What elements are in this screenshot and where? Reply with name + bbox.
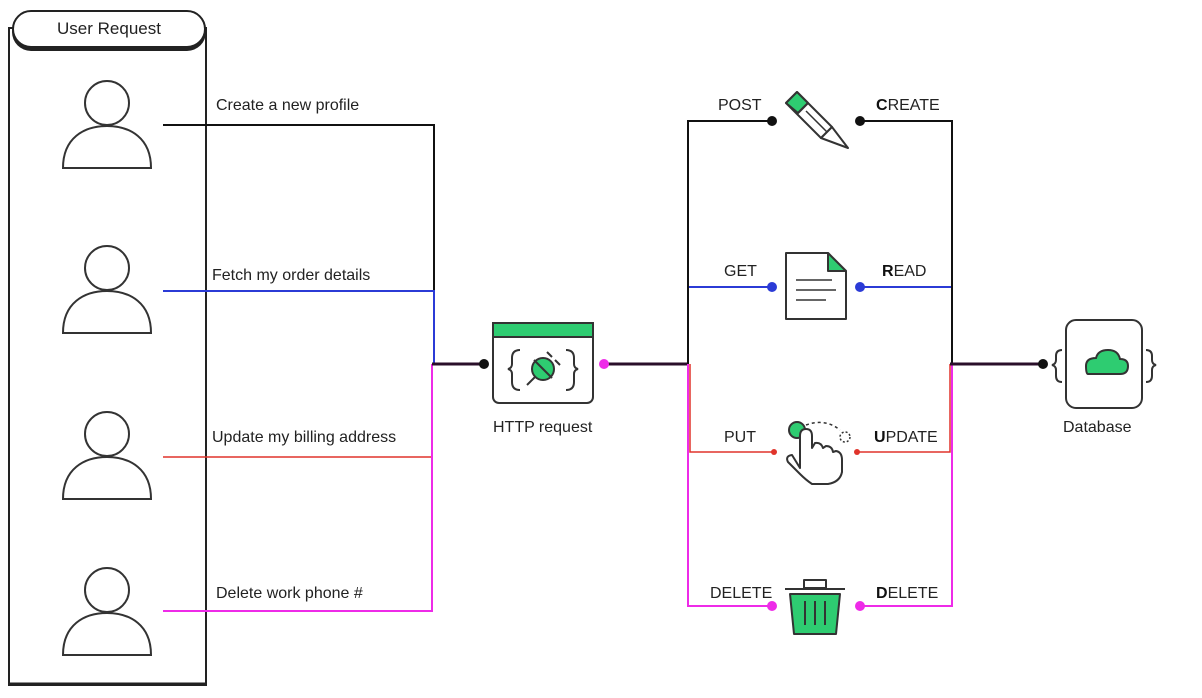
- verb-post: POST: [718, 97, 762, 114]
- user-avatar-icon: [61, 80, 153, 169]
- branch-create: [860, 120, 953, 364]
- user-avatar-icon: [61, 245, 153, 334]
- api-plug-icon: [507, 349, 579, 391]
- verb-get: GET: [724, 263, 757, 280]
- cloud-icon: [1084, 348, 1130, 375]
- request-line-delete: [163, 364, 433, 612]
- crud-delete: DELETE: [876, 585, 939, 602]
- request-label-fetch: Fetch my order details: [212, 267, 371, 284]
- crud-update: UPDATE: [874, 429, 938, 446]
- http-request-caption: HTTP request: [493, 419, 593, 436]
- crud-read: READ: [882, 263, 927, 280]
- pencil-icon: [785, 91, 849, 149]
- branch-delete: [687, 364, 772, 607]
- verb-put: PUT: [724, 429, 756, 446]
- crud-create: CREATE: [876, 97, 940, 114]
- request-line-create: [163, 124, 435, 364]
- request-label-update: Update my billing address: [212, 429, 397, 446]
- document-icon: [785, 252, 847, 320]
- user-avatar-icon: [61, 411, 153, 500]
- user-avatar-icon: [61, 567, 153, 656]
- trash-icon: [785, 579, 845, 635]
- request-label-create: Create a new profile: [216, 97, 360, 114]
- request-label-delete: Delete work phone #: [216, 585, 363, 602]
- verb-delete: DELETE: [710, 585, 773, 602]
- branch-delete-db: [860, 364, 953, 607]
- branch-update: [857, 364, 951, 453]
- user-request-title: User Request: [12, 10, 206, 48]
- branch-read: [860, 286, 953, 364]
- branch-get: [687, 286, 772, 364]
- http-request-node: [492, 322, 594, 404]
- database-caption: Database: [1063, 419, 1132, 436]
- branch-post: [687, 120, 772, 364]
- database-node: [1051, 319, 1157, 409]
- hand-pointer-icon: [786, 421, 851, 485]
- request-line-fetch: [163, 290, 435, 364]
- branch-put: [689, 364, 774, 453]
